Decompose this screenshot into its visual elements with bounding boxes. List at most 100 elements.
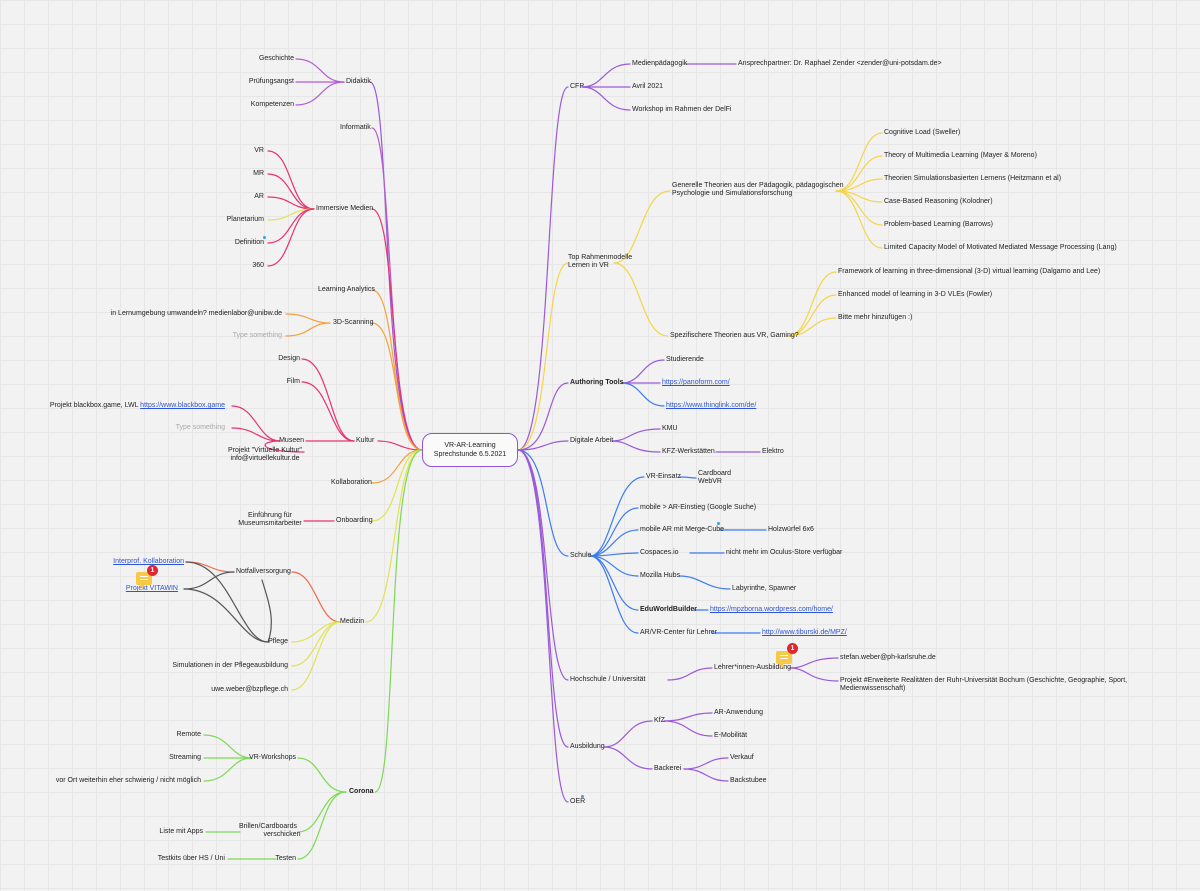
node-vor-ort[interactable]: vor Ort weiterhin eher schwierig / nicht… (55, 777, 201, 784)
node-kultur[interactable]: Kultur (356, 437, 375, 444)
node-ar[interactable]: AR (254, 193, 264, 200)
node-stefan-weber[interactable]: stefan.weber@ph-karlsruhe.de (840, 654, 936, 661)
node-definition[interactable]: Definition (234, 239, 264, 246)
node-case-based[interactable]: Case-Based Reasoning (Kolodner) (884, 198, 993, 205)
node-pflege[interactable]: Pflege (268, 638, 288, 645)
node-studierende[interactable]: Studierende (666, 356, 704, 363)
node-learning-analytics[interactable]: Learning Analytics (318, 286, 375, 293)
node-geschichte[interactable]: Geschichte (258, 55, 294, 62)
node-blackbox[interactable]: Projekt blackbox.game, LWL https://www.b… (50, 402, 225, 410)
node-design[interactable]: Design (278, 355, 300, 362)
node-didaktik[interactable]: Didaktik (346, 78, 371, 85)
node-oculus-store[interactable]: nicht mehr im Oculus-Store verfügbar (726, 549, 843, 556)
node-medizin[interactable]: Medizin (340, 618, 365, 625)
node-testen[interactable]: Testen (275, 855, 296, 862)
node-einfuehrung-line1: Einführung für (248, 512, 292, 519)
node-generelle-theorien[interactable]: Generelle Theorien aus der Pädagogik, pä… (672, 182, 844, 198)
node-streaming[interactable]: Streaming (169, 754, 201, 761)
link-projekt-vitawin[interactable]: Projekt VITAWIN (125, 585, 178, 592)
node-vr[interactable]: VR (254, 147, 264, 154)
comment-icon[interactable] (776, 651, 792, 668)
node-hochschule[interactable]: Hochschule / Universität (570, 676, 646, 683)
node-ausbildung[interactable]: Ausbildung (570, 743, 605, 750)
node-arvr-center[interactable]: AR/VR-Center für Lehrer (640, 629, 718, 636)
node-cfp[interactable]: CFP (570, 83, 584, 90)
node-ansprechpartner[interactable]: Ansprechpartner: Dr. Raphael Zender <zen… (738, 60, 942, 67)
node-digitale-arbeit[interactable]: Digitale Arbeit (570, 437, 614, 444)
node-mobile-ar-einstieg[interactable]: mobile > AR-Einstieg (Google Suche) (640, 504, 757, 511)
node-immersive-medien[interactable]: Immersive Medien (316, 205, 374, 212)
node-oer[interactable]: OER (570, 798, 586, 805)
node-uwe-weber[interactable]: uwe.weber@bzpflege.ch (211, 686, 288, 693)
node-holzwuerfel[interactable]: Holzwürfel 6x6 (768, 526, 814, 533)
node-placeholder-museen[interactable]: Type something (175, 424, 225, 431)
node-framework[interactable]: Framework of learning in three-dimension… (838, 268, 1101, 275)
comment-icon[interactable] (136, 572, 152, 589)
node-cospaces[interactable]: Cospaces.io (640, 549, 679, 556)
node-backerei[interactable]: Backerei (654, 765, 682, 772)
node-brillen[interactable]: Brillen/Cardboards verschicken (236, 823, 300, 839)
node-placeholder[interactable]: Type something (232, 332, 282, 339)
node-testkits[interactable]: Testkits über HS / Uni (157, 855, 225, 862)
node-cognitive-load[interactable]: Cognitive Load (Sweller) (884, 129, 961, 136)
node-vr-workshops[interactable]: VR-Workshops (249, 754, 296, 761)
node-cardboard-webvr[interactable]: Cardboard WebVR (698, 470, 731, 486)
node-workshop-delfi[interactable]: Workshop im Rahmen der DelFi (632, 106, 732, 113)
branch-cfp (517, 86, 569, 451)
node-rahmenmodelle[interactable]: Top Rahmenmodelle Lernen in VR (568, 254, 632, 270)
node-pruefungsangst[interactable]: Prüfungsangst (248, 78, 294, 85)
node-medienpaedagogik[interactable]: Medienpädagogik (632, 60, 688, 67)
node-enhanced-model[interactable]: Enhanced model of learning in 3-D VLEs (… (838, 291, 993, 298)
node-museen[interactable]: Museen (279, 437, 304, 444)
node-elektro[interactable]: Elektro (762, 448, 784, 455)
node-virtuelle-kultur[interactable]: Projekt "Virtuelle Kultur" info@virtuell… (228, 447, 302, 463)
node-onboarding[interactable]: Onboarding (336, 517, 373, 524)
branch-rahmen (517, 262, 569, 451)
node-einfuehrung[interactable]: Einführung für Museumsmitarbeiter (238, 512, 301, 528)
node-3d-scanning[interactable]: 3D-Scanning (333, 319, 374, 326)
node-limited-capacity[interactable]: Limited Capacity Model of Motivated Medi… (884, 244, 1117, 251)
node-backstubee[interactable]: Backstubee (730, 777, 767, 784)
link-mpzborna[interactable]: https://mpzborna.wordpress.com/home/ (710, 606, 833, 613)
node-liste-apps[interactable]: Liste mit Apps (159, 828, 203, 835)
node-schule[interactable]: Schule (570, 552, 592, 559)
node-e-mobilitaet[interactable]: E-Mobilität (714, 732, 748, 739)
link-tiburski[interactable]: http://www.tiburski.de/MPZ/ (762, 629, 847, 636)
node-kfz-werkstaetten[interactable]: KFZ-Werkstätten (662, 448, 715, 455)
node-film[interactable]: Film (286, 378, 300, 385)
link-blackbox[interactable]: https://www.blackbox.game (140, 402, 225, 409)
node-ar-anwendung[interactable]: AR-Anwendung (714, 709, 764, 716)
link-panoform[interactable]: https://panoform.com/ (662, 379, 730, 386)
node-avril-2021[interactable]: Avril 2021 (632, 83, 664, 90)
node-eduworldbuilder[interactable]: EduWorldBuilder (640, 606, 698, 613)
link-interprof-kollaboration[interactable]: Interprof. Kollaboration (113, 558, 184, 565)
node-vr-einsatz[interactable]: VR-Einsatz (646, 473, 682, 480)
node-simulationen[interactable]: Simulationen in der Pflegeausbildung (172, 662, 288, 669)
node-problem-based[interactable]: Problem-based Learning (Barrows) (884, 221, 993, 228)
node-kmu[interactable]: KMU (662, 425, 678, 432)
node-kollaboration[interactable]: Kollaboration (331, 479, 372, 486)
node-informatik[interactable]: Informatik (340, 124, 371, 131)
node-merge-cube[interactable]: mobile AR mit Merge-Cube (640, 526, 725, 533)
node-verkauf[interactable]: Verkauf (730, 754, 754, 761)
node-lehrer-ausbildung[interactable]: Lehrer*innen-Ausbildung (714, 664, 792, 671)
node-remote[interactable]: Remote (176, 731, 201, 738)
node-simulationsbasiert[interactable]: Theorien Simulationsbasierten Lernens (H… (884, 175, 1062, 182)
node-mozilla-hubs[interactable]: Mozilla Hubs (640, 572, 681, 579)
node-mr[interactable]: MR (253, 170, 264, 177)
node-spezifischere[interactable]: Spezifischere Theorien aus VR, Gaming? (670, 332, 799, 339)
node-multimedia-learning[interactable]: Theory of Multimedia Learning (Mayer & M… (884, 152, 1037, 159)
node-360[interactable]: 360 (252, 262, 264, 269)
root-node[interactable]: VR-AR-Learning Sprechstunde 6.5.2021 (422, 433, 518, 467)
node-corona[interactable]: Corona (349, 788, 374, 795)
node-erweiterte-realitaeten[interactable]: Projekt #Erweiterte Realitäten der Ruhr-… (840, 677, 1127, 693)
node-planetarium[interactable]: Planetarium (226, 216, 264, 223)
link-thinglink[interactable]: https://www.thinglink.com/de/ (666, 402, 757, 409)
node-kfz[interactable]: KfZ (654, 717, 665, 724)
node-lernumgebung[interactable]: in Lernumgebung umwandeln? medienlabor@u… (110, 310, 282, 317)
node-labyrinthe[interactable]: Labyrinthe, Spawner (732, 585, 797, 592)
node-notfallversorgung[interactable]: Notfallversorgung (236, 568, 291, 575)
node-authoring-tools[interactable]: Authoring Tools (570, 379, 624, 386)
node-kompetenzen[interactable]: Kompetenzen (250, 101, 294, 108)
node-bitte-mehr[interactable]: Bitte mehr hinzufügen :) (838, 314, 913, 321)
